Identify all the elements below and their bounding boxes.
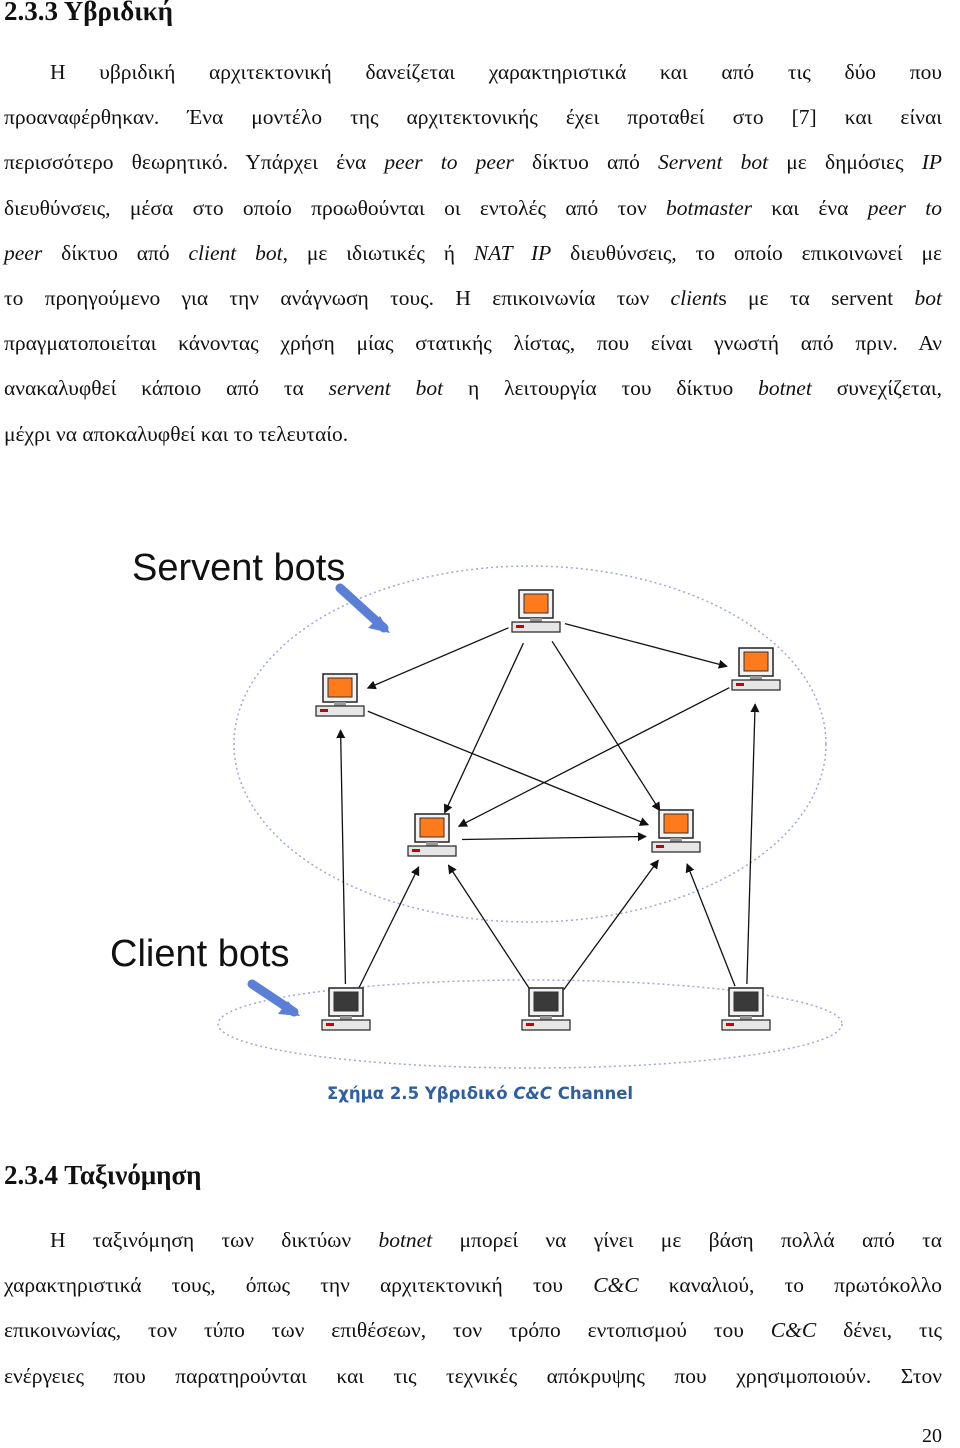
- text-line: το προηγούμενο για την ανάγνωση τους. Η …: [4, 286, 942, 311]
- text-line: χαρακτηριστικά τους, όπως την αρχιτεκτον…: [4, 1273, 942, 1298]
- text-line: διευθύνσεις, μέσα στο οποίο προωθούνται …: [4, 195, 942, 220]
- client-network-ellipse: [217, 979, 843, 1069]
- text-line: ανακαλυφθεί κάποιο από τα servent bot η …: [4, 376, 943, 401]
- text-line: επικοινωνίας, τον τύπο των επιθέσεων, το…: [4, 1318, 942, 1343]
- text-line: Η ταξινόμηση των δικτύων botnet μπορεί ν…: [50, 1228, 943, 1252]
- connection-arrow-10: [447, 864, 531, 990]
- connection-arrow-3: [443, 642, 524, 814]
- client-bots-label: Client bots: [110, 933, 290, 975]
- text-line: peer δίκτυο από client bot, με ιδιωτικές…: [4, 240, 943, 265]
- client-bot-1: [321, 987, 371, 1031]
- figure-caption: Σχήμα 2.5 Υβριδικό C&C Channel: [326, 1084, 634, 1103]
- text-line: περισσότερο θεωρητικό. Υπάρχει ένα peer …: [4, 150, 942, 175]
- text-line: πραγματοποιείται κάνοντας χρήση μίας στα…: [4, 331, 942, 356]
- text-line: προαναφέρθηκαν. Ένα μοντέλο της αρχιτεκτ…: [4, 105, 942, 130]
- servent-bots-label: Servent bots: [132, 547, 345, 589]
- connection-arrow-8: [336, 729, 347, 985]
- connection-arrow-6: [457, 687, 730, 827]
- connections: [336, 623, 760, 991]
- client-bot-2: [521, 987, 571, 1031]
- connection-arrow-2: [564, 623, 728, 669]
- text-line: μέχρι να αποκαλυφθεί και το τελευταίο.: [4, 421, 349, 446]
- connection-arrow-9: [358, 866, 420, 988]
- paragraph-classification: Η ταξινόμηση των δικτύων botnet μπορεί ν…: [4, 1218, 942, 1399]
- connection-arrow-11: [563, 859, 659, 991]
- connection-arrow-12: [685, 863, 736, 987]
- client-pointer-head: [278, 1001, 300, 1016]
- client-bot-3: [721, 987, 771, 1031]
- section-heading-hybrid: 2.3.3 Υβριδική: [4, 0, 174, 26]
- connection-arrow-1: [366, 627, 509, 690]
- servent-bot-inner-right: [651, 809, 701, 853]
- servent-bot-inner-left: [407, 813, 457, 857]
- servent-network-ellipse: [233, 565, 827, 923]
- connection-arrow-4: [551, 640, 661, 812]
- section-heading-classification: 2.3.4 Ταξινόμηση: [4, 1160, 202, 1190]
- servent-pointer-head: [368, 616, 390, 633]
- servent-bot-left: [315, 673, 365, 717]
- connection-arrow-7: [461, 832, 647, 842]
- text-line: ενέργειες που παρατηρούνται και τις τεχν…: [4, 1363, 942, 1388]
- connection-arrow-5: [367, 710, 650, 826]
- page-number: 20: [922, 1425, 942, 1447]
- servent-bot-right: [731, 647, 781, 691]
- paragraph-hybrid: Η υβριδική αρχιτεκτονική δανείζεται χαρα…: [4, 50, 942, 457]
- connection-arrow-13: [746, 703, 760, 985]
- hybrid-cc-diagram: Servent bots Client bots: [110, 547, 843, 1069]
- text-line: Η υβριδική αρχιτεκτονική δανείζεται χαρα…: [50, 60, 942, 84]
- servent-bot-top: [511, 589, 561, 633]
